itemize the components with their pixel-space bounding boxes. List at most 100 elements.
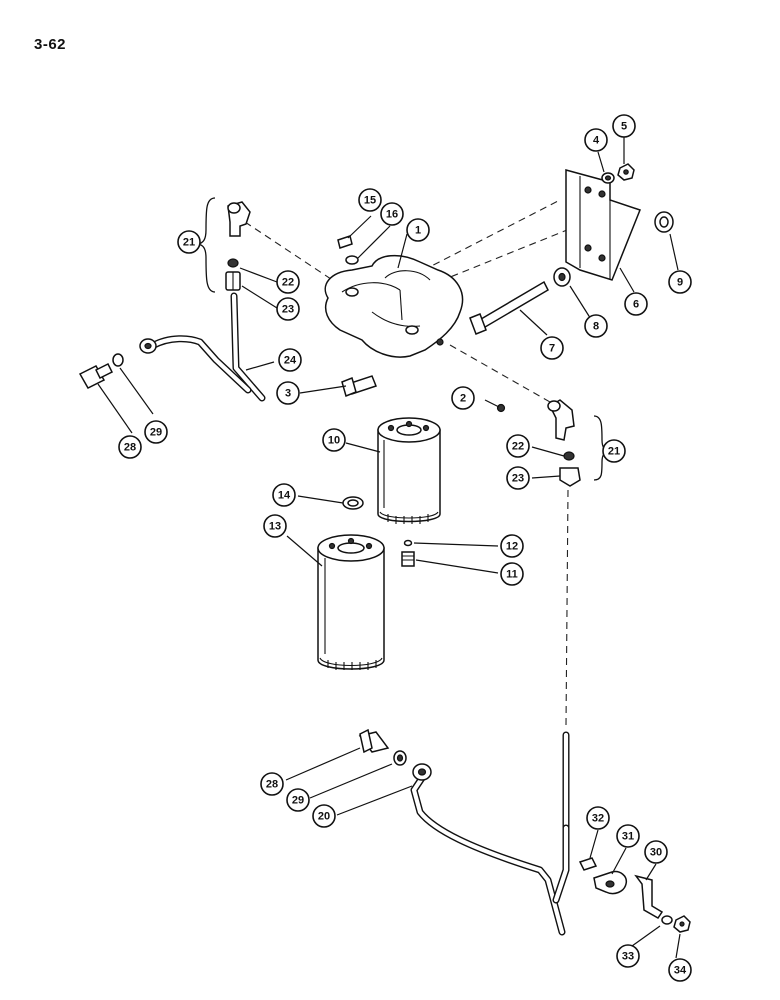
callout-30: 30 <box>644 840 668 864</box>
callout-circle <box>668 958 692 982</box>
callout-circle <box>584 128 608 152</box>
callout-label: 9 <box>677 277 683 289</box>
callout-33: 33 <box>616 944 640 968</box>
callout-label: 28 <box>124 442 136 454</box>
callout-label: 7 <box>549 343 555 355</box>
callout-circle <box>612 114 636 138</box>
callout-label: 16 <box>386 209 398 221</box>
callout-circle <box>276 270 300 294</box>
callout-label: 23 <box>512 473 524 485</box>
tube-24 <box>230 292 266 402</box>
callout-circle <box>616 944 640 968</box>
callout-10: 10 <box>322 428 346 452</box>
callout-21: 21 <box>177 230 201 254</box>
callout-circle <box>272 483 296 507</box>
callout-circle <box>668 270 692 294</box>
callout-circle <box>624 292 648 316</box>
long-bolt <box>469 267 571 335</box>
callout-circle <box>358 188 382 212</box>
callout-circle <box>144 420 168 444</box>
callout-circle <box>644 840 668 864</box>
callout-label: 30 <box>650 847 662 859</box>
callout-label: 23 <box>282 304 294 316</box>
banjo-bolt-bottom <box>358 728 407 766</box>
callout-23: 23 <box>506 466 530 490</box>
callout-7: 7 <box>540 336 564 360</box>
callout-14: 14 <box>272 483 296 507</box>
callout-label: 13 <box>269 521 281 533</box>
fuel-line-left <box>78 335 252 394</box>
callout-label: 28 <box>266 779 278 791</box>
callout-label: 31 <box>622 831 634 843</box>
callout-label: 29 <box>292 795 304 807</box>
callout-circle <box>276 381 300 405</box>
clamp-hardware <box>578 857 691 933</box>
callout-20: 20 <box>312 804 336 828</box>
callout-8: 8 <box>584 314 608 338</box>
callout-label: 6 <box>633 299 639 311</box>
callout-34: 34 <box>668 958 692 982</box>
callout-circle <box>312 804 336 828</box>
callout-1: 1 <box>406 218 430 242</box>
callout-label: 32 <box>592 813 604 825</box>
callout-circle <box>506 466 530 490</box>
callout-2: 2 <box>451 386 475 410</box>
callout-circle <box>177 230 201 254</box>
callout-9: 9 <box>668 270 692 294</box>
callout-22: 22 <box>276 270 300 294</box>
callout-label: 1 <box>415 225 421 237</box>
nut-washer-top <box>601 163 635 184</box>
callout-circle <box>584 314 608 338</box>
callout-circle <box>500 562 524 586</box>
callout-label: 14 <box>278 490 291 502</box>
callout-label: 21 <box>608 446 620 458</box>
page-number: 3-62 <box>34 36 67 53</box>
callout-circle <box>286 788 310 812</box>
callout-24: 24 <box>278 348 302 372</box>
spacer <box>654 211 674 233</box>
bolt-3 <box>341 375 377 398</box>
callout-label: 11 <box>506 569 518 581</box>
callout-label: 33 <box>622 951 634 963</box>
callout-circle <box>406 218 430 242</box>
callout-29: 29 <box>144 420 168 444</box>
callout-16: 16 <box>380 202 404 226</box>
callout-23: 23 <box>276 297 300 321</box>
callout-5: 5 <box>612 114 636 138</box>
callout-circle <box>380 202 404 226</box>
callout-13: 13 <box>263 514 287 538</box>
callout-label: 15 <box>364 195 376 207</box>
elbow-fitting-left <box>225 201 251 291</box>
callout-label: 20 <box>318 811 330 823</box>
callout-circle <box>263 514 287 538</box>
filter-head <box>324 254 464 358</box>
fuel-line-bottom <box>410 763 570 936</box>
callout-label: 22 <box>282 277 294 289</box>
elbow-fitting-right <box>496 399 581 487</box>
callout-6: 6 <box>624 292 648 316</box>
head-bolts <box>337 235 359 265</box>
callout-22: 22 <box>506 434 530 458</box>
callout-circle <box>500 534 524 558</box>
callout-label: 3 <box>285 388 291 400</box>
filter-10 <box>377 417 441 524</box>
callout-29: 29 <box>286 788 310 812</box>
callout-label: 21 <box>183 237 195 249</box>
mounting-bracket <box>565 169 641 281</box>
callout-3: 3 <box>276 381 300 405</box>
callout-4: 4 <box>584 128 608 152</box>
callout-label: 10 <box>328 435 340 447</box>
callout-label: 2 <box>460 393 466 405</box>
callout-12: 12 <box>500 534 524 558</box>
callout-label: 4 <box>593 135 600 147</box>
callout-circle <box>506 434 530 458</box>
callout-circle <box>278 348 302 372</box>
callout-32: 32 <box>586 806 610 830</box>
callout-circle <box>276 297 300 321</box>
callout-group: 1234567891011121314151621222324282922232… <box>118 114 692 982</box>
callout-label: 24 <box>284 355 297 367</box>
callout-11: 11 <box>500 562 524 586</box>
callout-label: 22 <box>512 441 524 453</box>
leader-lines <box>97 136 681 959</box>
